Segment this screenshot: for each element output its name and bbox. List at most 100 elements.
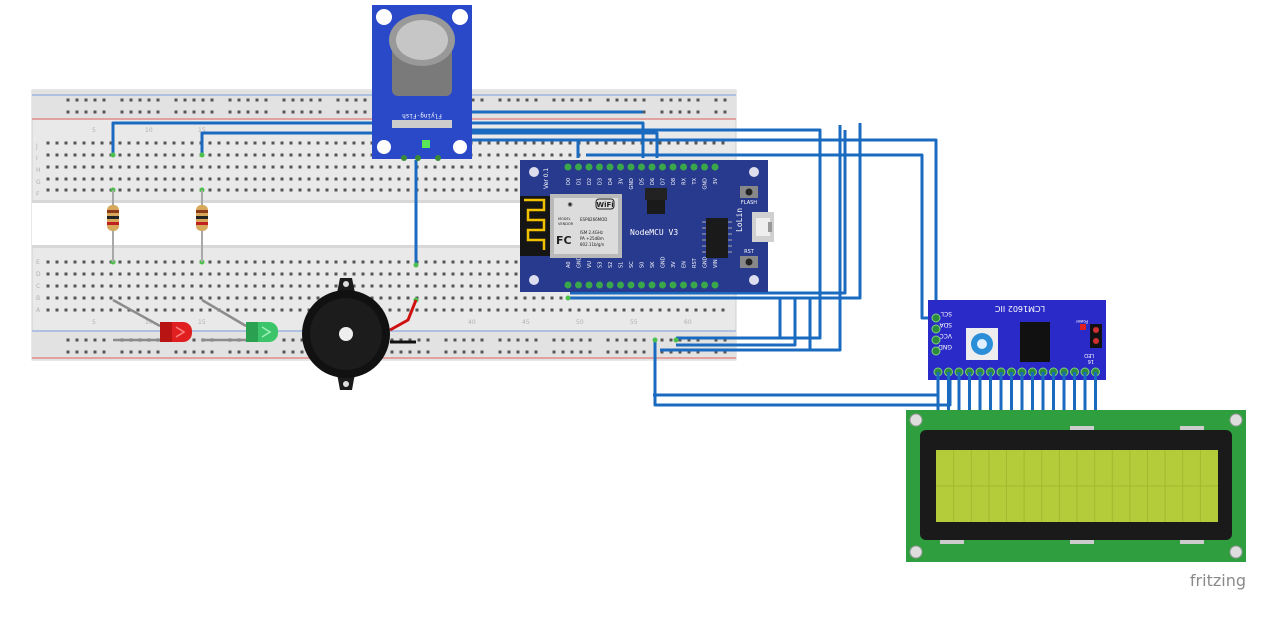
espressif-logo-icon: ◉ [567,201,572,208]
red-led [112,298,192,342]
nodemcu-pin-label: GND [629,178,635,190]
nodemcu-version: Ver 0.1 [543,168,550,189]
svg-text:10: 10 [145,127,153,134]
svg-text:16: 16 [1088,358,1094,364]
svg-text:J: J [35,143,38,150]
nodemcu-pin-label: RX [682,177,688,184]
wire-rail-2 [660,125,842,352]
wire-scl [568,123,862,300]
nodemcu-pin [575,281,582,289]
nodemcu-pin-label: D7 [661,178,667,185]
nodemcu-pin-label: GND [661,256,667,268]
green-led [201,298,278,342]
nodemcu-pin-label: SK [650,261,656,268]
rst-label: RST [744,249,755,255]
nodemcu-pin-label: D2 [587,178,593,185]
buzzer [302,278,418,390]
svg-text:I: I [36,155,38,162]
nodemcu-pin-label: A0 [566,261,572,268]
nodemcu-pin [669,281,677,289]
nodemcu-pin-label: S1 [619,262,625,268]
wire-vin-c [710,296,812,350]
nodemcu-pin [627,281,635,289]
nodemcu-pin-label: D4 [608,178,614,185]
svg-text:VCC: VCC [940,332,952,339]
nodemcu-pin [701,281,708,289]
nodemcu-pin [669,163,677,171]
svg-text:PA +25dBm: PA +25dBm [580,236,604,241]
resistor-2 [196,190,208,262]
wire-rail-3 [653,370,940,397]
nodemcu-pin-label: TX [692,177,698,185]
svg-text:F: F [36,191,40,198]
nodemcu-pin-label: S3 [598,262,604,268]
svg-text:E: E [36,259,40,266]
fcc-logo: FC [556,234,572,247]
nodemcu-pin-label: 3V [619,177,625,184]
svg-text:ISM 2.4GHz: ISM 2.4GHz [580,230,603,235]
svg-text:50: 50 [576,319,584,326]
nodemcu-pin [690,163,698,171]
nodemcu-pin-label: 3V [671,261,677,268]
nodemcu-pin-label: S0 [640,262,646,268]
lcd-display [906,410,1246,562]
gas-sensor-label: Flying-Fish [402,112,442,119]
svg-text:15: 15 [198,319,206,326]
nodemcu-pin [648,163,656,171]
nodemcu-pin [680,281,687,289]
nodemcu-pin [659,163,666,171]
svg-text:MODEL: MODEL [558,217,571,221]
nodemcu-pin [564,281,572,289]
wifi-badge: WiFi [596,201,613,209]
nodemcu-pin [564,163,572,171]
lcd-character-grid [936,450,1218,522]
nodemcu-pin [659,281,666,289]
nodemcu-pin [680,163,687,171]
nodemcu-pin-label: SC [629,261,635,268]
svg-text:C: C [36,283,40,290]
nodemcu-pin-label: D5 [640,178,646,185]
nodemcu-pin [617,281,624,289]
nodemcu-pin-label: S2 [608,262,614,268]
svg-text:GND: GND [938,343,952,350]
svg-text:B: B [36,295,40,302]
nodemcu-pin-label: RST [692,257,698,268]
nodemcu-name: NodeMCU V3 [630,228,678,237]
nodemcu-pin [606,281,614,289]
i2c-title: LCM1602 IIC [995,304,1046,313]
nodemcu-pin-label: GND [703,178,709,190]
nodemcu-pin-label: VU [587,261,593,268]
nodemcu-pin [711,163,719,171]
gas-sensor-module: Flying-Fish [372,5,472,161]
flash-label: FLASH [741,200,757,206]
i2c-module: LCM1602 IIC SCL SDA VCC GND Power LED 16 [928,300,1106,380]
svg-text:SCL: SCL [940,310,952,317]
svg-text:VENDOR: VENDOR [558,222,574,226]
nodemcu-brand: LoLin [735,208,744,232]
nodemcu-pin [596,281,603,289]
nodemcu-pin-label: 3V [713,177,719,184]
svg-text:5: 5 [92,319,96,326]
nodemcu-pin-label: D1 [577,178,583,185]
svg-text:55: 55 [630,319,638,326]
nodemcu-pin-label: EN [682,261,688,268]
nodemcu-pin [617,163,624,171]
svg-text:LED: LED [1084,352,1094,358]
nodemcu-pin-label: D0 [566,178,572,185]
svg-text:15: 15 [198,127,206,134]
nodemcu-pin-label: D6 [650,178,656,185]
svg-text:5: 5 [92,127,96,134]
nodemcu-pin [575,163,582,171]
svg-text:A: A [36,307,41,314]
nodemcu-pin [596,163,603,171]
nodemcu-pin [711,281,719,289]
nodemcu-pin [585,281,593,289]
svg-text:10: 10 [145,319,153,326]
svg-text:H: H [36,167,41,174]
svg-text:45: 45 [522,319,530,326]
nodemcu-pin-label: GND [577,256,583,268]
nodemcu-pin [627,163,635,171]
svg-text:ESP8266MOD: ESP8266MOD [580,217,607,222]
